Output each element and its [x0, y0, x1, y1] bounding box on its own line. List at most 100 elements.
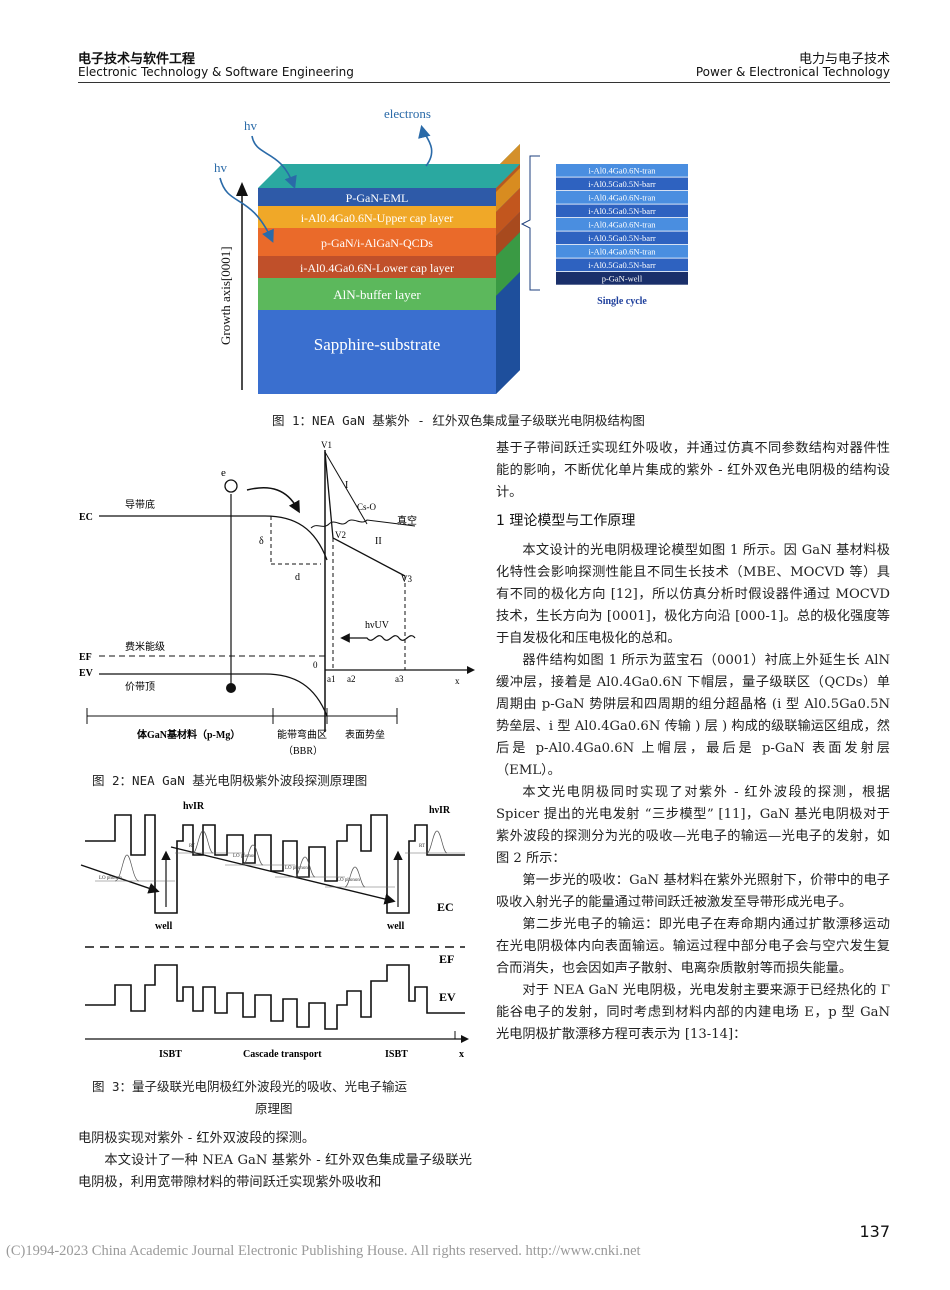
layer-lower-cap: i-Al0.4Ga0.6N-Lower cap layer: [300, 261, 454, 275]
header-rule: [78, 82, 890, 83]
figure-3-caption-line1: 图 3：量子级联光电阴极红外波段光的吸收、光电子输运: [92, 1079, 408, 1094]
fig2-conduction-label: 导带底: [125, 498, 155, 511]
fig3-lo-label-2: LO phonon: [233, 854, 256, 859]
fig2-surface-label: 表面势垒: [345, 728, 385, 741]
fig3-isbt-label-2: ISBT: [385, 1049, 408, 1060]
fig3-ec-label: EC: [437, 900, 454, 914]
right-paragraph-2: 器件结构如图 1 所示为蓝宝石（0001）衬底上外延生长 AlN 缓冲层，接着是…: [496, 653, 890, 778]
cycle-layer-label: i-Al0.4Ga0.6N-tran: [588, 193, 656, 203]
fig2-bbr-label: 能带弯曲区: [277, 728, 327, 741]
hv-label-1: hv: [244, 118, 258, 133]
right-paragraph-5: 第二步光电子的输运：即光电子在寿命期内通过扩散漂移运动在光电阴极体内向表面输运。…: [496, 917, 890, 976]
single-cycle-label: Single cycle: [597, 296, 647, 307]
cycle-layer: [556, 245, 688, 258]
cycle-layer: [556, 218, 688, 231]
figure-2-caption: 图 2：NEA GaN 基光电阴极紫外波段探测原理图: [92, 773, 368, 788]
right-paragraph-3: 本文光电阴极同时实现了对紫外 - 红外波段的探测，根据 Spicer 提出的光电…: [496, 785, 890, 866]
figure-2: 导带底 EC 费米能级 EF EV 价带顶 体GaN基材料（p-Mg） 能带弯曲…: [79, 440, 475, 757]
left-paragraph-1: 电阴极实现对紫外 - 红外双波段的探测。: [78, 1131, 316, 1146]
fig2-vacuum-label: 真空: [397, 514, 417, 527]
cycle-layer: [556, 231, 688, 245]
cycle-layer-label: i-Al0.5Ga0.5N-barr: [588, 179, 656, 189]
fig3-lo-label-1: LO phonon: [99, 876, 122, 881]
fig2-delta-label: δ: [259, 536, 264, 547]
fig3-hvir-label-1: hνIR: [183, 801, 205, 812]
fig3-ef-label: EF: [439, 952, 454, 966]
right-paragraph-6: 对于 NEA GaN 光电阴极，光电发射主要来源于已经热化的 Γ 能谷电子的发射…: [496, 983, 890, 1042]
fig2-v1-label: V1: [321, 440, 332, 450]
fig2-fermi-label: 费米能级: [125, 640, 165, 653]
electrons-label: electrons: [384, 106, 431, 121]
figure-3: hνIR hνIR well well EC EF EV ISBT Cascad…: [80, 801, 469, 1060]
fig3-x-label: x: [459, 1049, 464, 1060]
copyright-footer: (C)1994-2023 China Academic Journal Elec…: [6, 1243, 641, 1259]
electron-arrow: [418, 124, 433, 167]
fig3-ev-label: EV: [439, 990, 456, 1004]
single-cycle-stack: i-Al0.4Ga0.6N-tran i-Al0.5Ga0.5N-barr i-Al…: [556, 164, 688, 285]
page-number: 137: [859, 1222, 890, 1241]
figure-1: Growth axis[0001] P-GaN-EML i-Al0.4Ga0.6…: [214, 106, 688, 394]
fig2-v3-label: V3: [401, 574, 412, 584]
fig3-isbt-label-1: ISBT: [159, 1049, 182, 1060]
cycle-layer: [556, 272, 688, 285]
hv-arrow-2: [219, 177, 274, 243]
fig3-cascade-label: Cascade transport: [243, 1049, 322, 1060]
section-name-cn: 电力与电子技术: [798, 52, 890, 67]
fig2-bulk-label: 体GaN基材料（p-Mg）: [137, 728, 240, 741]
hv-label-2: hv: [214, 160, 228, 175]
fig2-ii-label: II: [375, 536, 382, 547]
cycle-layer-label: i-Al0.5Ga0.5N-barr: [588, 260, 656, 270]
left-paragraph-2: 本文设计了一种 NEA GaN 基紫外 - 红外双色集成量子级联光电阴极，利用宽…: [78, 1153, 472, 1190]
figure-3-caption-line2: 原理图: [255, 1101, 293, 1116]
cycle-layer-label: p-GaN-well: [602, 274, 643, 284]
layer-substrate: Sapphire-substrate: [314, 335, 441, 354]
cycle-layer: [556, 164, 688, 177]
layer-qcds: p-GaN/i-AlGaN-QCDs: [321, 236, 433, 250]
cycle-layer-label: i-Al0.5Ga0.5N-barr: [588, 233, 656, 243]
cycle-layer-label: i-Al0.4Ga0.6N-tran: [588, 166, 656, 176]
fig3-well-label-2: well: [387, 921, 404, 932]
growth-axis-label: Growth axis[0001]: [218, 246, 233, 345]
fig3-lo-label-3: LO phonon: [285, 866, 308, 871]
fig2-bbr2-label: （BBR）: [283, 745, 323, 757]
cycle-layer: [556, 191, 688, 204]
fig2-ec-label: EC: [79, 512, 93, 523]
figure-1-caption: 图 1：NEA GaN 基紫外 - 红外双色集成量子级联光电阴极结构图: [272, 413, 645, 428]
right-column-text: 基于子带间跃迁实现红外吸收，并通过仿真不同参数结构对器件性能的影响，不断优化单片…: [496, 438, 890, 1046]
section-heading: 1 理论模型与工作原理: [496, 513, 636, 529]
hv-arrow-1: [251, 135, 297, 190]
fig2-i-label: I: [345, 480, 348, 491]
journal-name-cn: 电子技术与软件工程: [78, 52, 196, 67]
fig2-a3-label: a3: [395, 674, 404, 684]
cycle-layer-label: i-Al0.4Ga0.6N-tran: [588, 220, 656, 230]
fig2-cs-label: Cs-O: [357, 502, 377, 512]
fig2-a1-label: a1: [327, 674, 336, 684]
fig2-zero-label: 0: [313, 660, 318, 670]
fig3-well-label-1: well: [155, 921, 172, 932]
fig3-hvir-label-2: hνIR: [429, 805, 451, 816]
right-paragraph-4: 第一步光的吸收：GaN 基材料在紫外光照射下，价带中的电子吸收入射光子的能量通过…: [496, 873, 890, 910]
right-paragraph-1: 本文设计的光电阴极理论模型如图 1 所示。因 GaN 基材料极化特性会影响探测性…: [496, 543, 890, 646]
fig2-x-label: x: [455, 676, 460, 686]
journal-name-en: Electronic Technology & Software Enginee…: [78, 65, 354, 79]
fig3-rt-label-1: RT: [189, 844, 195, 849]
fig2-e-label: e: [221, 467, 226, 479]
fig2-ev-label: EV: [79, 668, 94, 679]
layer-aln: AlN-buffer layer: [333, 287, 421, 302]
fig2-v2-label: V2: [335, 530, 346, 540]
fig2-a2-label: a2: [347, 674, 356, 684]
cycle-layer: [556, 258, 688, 272]
cycle-layer: [556, 204, 688, 218]
left-column-text: 电阴极实现对紫外 - 红外双波段的探测。 本文设计了一种 NEA GaN 基紫外…: [78, 1128, 472, 1194]
layer-upper-cap: i-Al0.4Ga0.6N-Upper cap layer: [301, 211, 454, 225]
right-paragraph-0: 基于子带间跃迁实现红外吸收，并通过仿真不同参数结构对器件性能的影响，不断优化单片…: [496, 441, 890, 500]
fig2-d-label: d: [295, 572, 300, 583]
layer-eml: P-GaN-EML: [346, 191, 409, 205]
fig2-huv-label: hνUV: [365, 620, 390, 631]
fig2-ef-label: EF: [79, 652, 92, 663]
cycle-layer-label: i-Al0.5Ga0.5N-barr: [588, 206, 656, 216]
cycle-layer-label: i-Al0.4Ga0.6N-tran: [588, 247, 656, 257]
section-name-en: Power & Electronical Technology: [695, 65, 890, 79]
fig3-rt-label-2: RT: [419, 844, 425, 849]
fig2-valence-label: 价带顶: [125, 681, 155, 693]
